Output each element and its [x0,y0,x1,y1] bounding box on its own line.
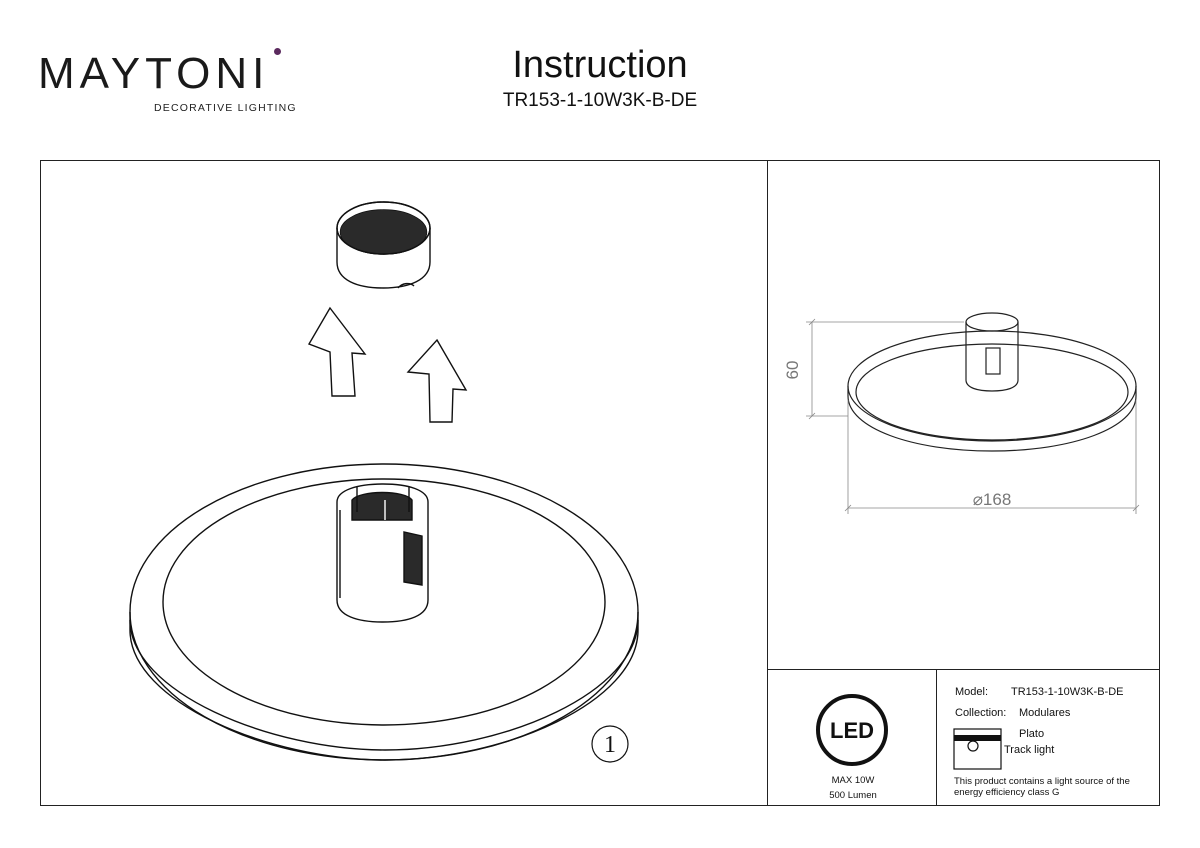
brand-name: MAYTONI [38,49,270,98]
product-type: Track light [1004,744,1055,756]
collection-value: Modulares [1019,707,1071,719]
page-title: Instruction [512,44,688,86]
led-icon: LED [816,694,888,766]
brand-tagline: DECORATIVE LIGHTING [154,102,297,114]
cap-part [336,201,431,289]
brand-logo-dot [274,48,281,55]
model-value: TR153-1-10W3K-B-DE [1011,686,1124,698]
divider-vertical-info [936,669,937,806]
arrow-up-icon [406,338,468,423]
dimension-drawing: 60 ⌀168 [783,312,1140,514]
divider-vertical-main [767,160,768,806]
step-illustration [129,201,639,761]
diameter-dimension-label: ⌀168 [973,490,1012,509]
max-power: MAX 10W [831,775,875,786]
adapter-part [336,483,429,623]
collection-label: Collection: [955,707,1007,719]
lumen-value: 500 Lumen [829,790,877,801]
brand-logo: MAYTONI [38,48,288,118]
step-number: 1 [604,732,616,758]
disc-body [129,463,639,761]
arrow-up-icon [307,306,367,397]
model-label: Model: [955,686,989,698]
instruction-frame [40,160,1160,806]
height-dimension-label: 60 [783,361,802,380]
energy-class-note: This product contains a light source of … [954,776,1130,798]
track-light-icon [953,728,1002,770]
sub-collection-value: Plato [1019,728,1045,740]
led-icon-text: LED [830,718,874,743]
divider-horizontal-info [767,669,1160,670]
model-code: TR153-1-10W3K-B-DE [502,90,698,111]
step-number-badge: 1 [591,725,629,763]
